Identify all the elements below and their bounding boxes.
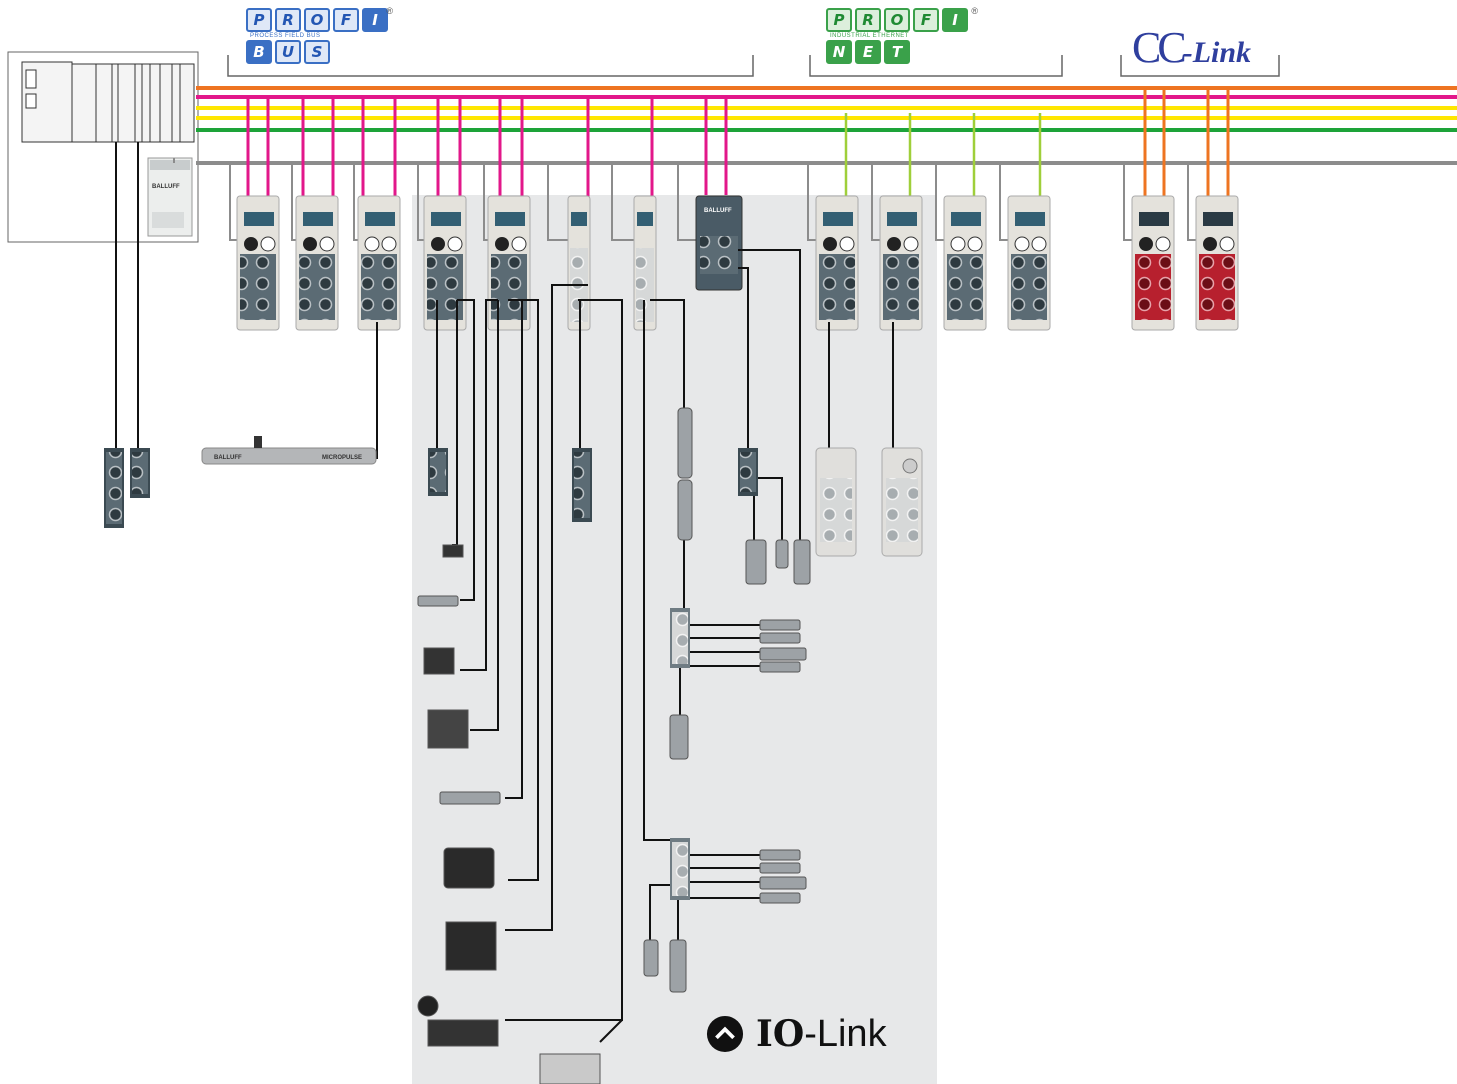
iolink-io-text: IO (756, 1013, 804, 1055)
io-module-profibus-4 (424, 196, 466, 330)
power-supply-module: BALLUFF (148, 158, 192, 236)
svg-text:BALLUFF: BALLUFF (704, 208, 732, 214)
io-module-profinet-2 (880, 196, 922, 330)
logo-letter: F (913, 8, 939, 32)
logo-letter: O (884, 8, 910, 32)
iolink-link-text: -Link (804, 1013, 886, 1056)
logo-letter: S (304, 40, 330, 64)
logo-letter: N (826, 40, 852, 64)
logo-letter: B (246, 40, 272, 64)
logo-letter: R (275, 8, 301, 32)
logo-letter: I (942, 8, 968, 32)
io-module-profinet-4 (1008, 196, 1050, 330)
io-module-profibus-2 (296, 196, 338, 330)
io-module-profibus-1 (237, 196, 279, 330)
logo-letter: U (275, 40, 301, 64)
cclink-logo: CC-Link (1132, 22, 1251, 70)
profinet-logo: ® P R O F I INDUSTRIAL ETHERNET N E T (826, 8, 976, 66)
logo-letter: P (826, 8, 852, 32)
logo-letter: O (304, 8, 330, 32)
cclink-link-text: -Link (1183, 36, 1251, 69)
registered-mark: ® (971, 6, 978, 16)
cclink-cc-text: CC (1132, 23, 1183, 72)
logo-letter: E (855, 40, 881, 64)
logo-letter: F (333, 8, 359, 32)
profinet-subtitle: INDUSTRIAL ETHERNET (830, 33, 976, 39)
io-module-profinet-1 (816, 196, 858, 330)
profibus-drops (248, 97, 726, 210)
logo-letter: R (855, 8, 881, 32)
iolink-logo: IO-Link (706, 1012, 887, 1056)
io-module-cclink-2 (1196, 196, 1238, 330)
fieldbus-lines (196, 88, 1457, 163)
profibus-logo: ® P R O F I PROCESS FIELD BUS B U S (246, 8, 391, 66)
micropulse-sensor: BALLUFF MICROPULSE (202, 436, 376, 464)
io-module-cclink-1 (1132, 196, 1174, 330)
profibus-letters-top: P R O F I (246, 8, 391, 32)
svg-text:BALLUFF: BALLUFF (152, 184, 180, 190)
io-module-compact: BALLUFF (696, 196, 742, 290)
registered-mark: ® (386, 6, 393, 16)
io-module-profibus-5 (488, 196, 530, 330)
logo-letter: T (884, 40, 910, 64)
logo-letter: P (246, 8, 272, 32)
profibus-letters-bottom: B U S (246, 40, 391, 64)
io-module-profibus-3 (358, 196, 400, 330)
svg-text:BALLUFF: BALLUFF (214, 455, 242, 461)
profibus-subtitle: PROCESS FIELD BUS (250, 33, 391, 39)
profinet-letters-top: P R O F I (826, 8, 976, 32)
iolink-icon (706, 1015, 744, 1053)
profinet-letters-bottom: N E T (826, 40, 976, 64)
svg-text:MICROPULSE: MICROPULSE (322, 455, 362, 461)
io-module-profinet-3 (944, 196, 986, 330)
logo-letter: I (362, 8, 388, 32)
